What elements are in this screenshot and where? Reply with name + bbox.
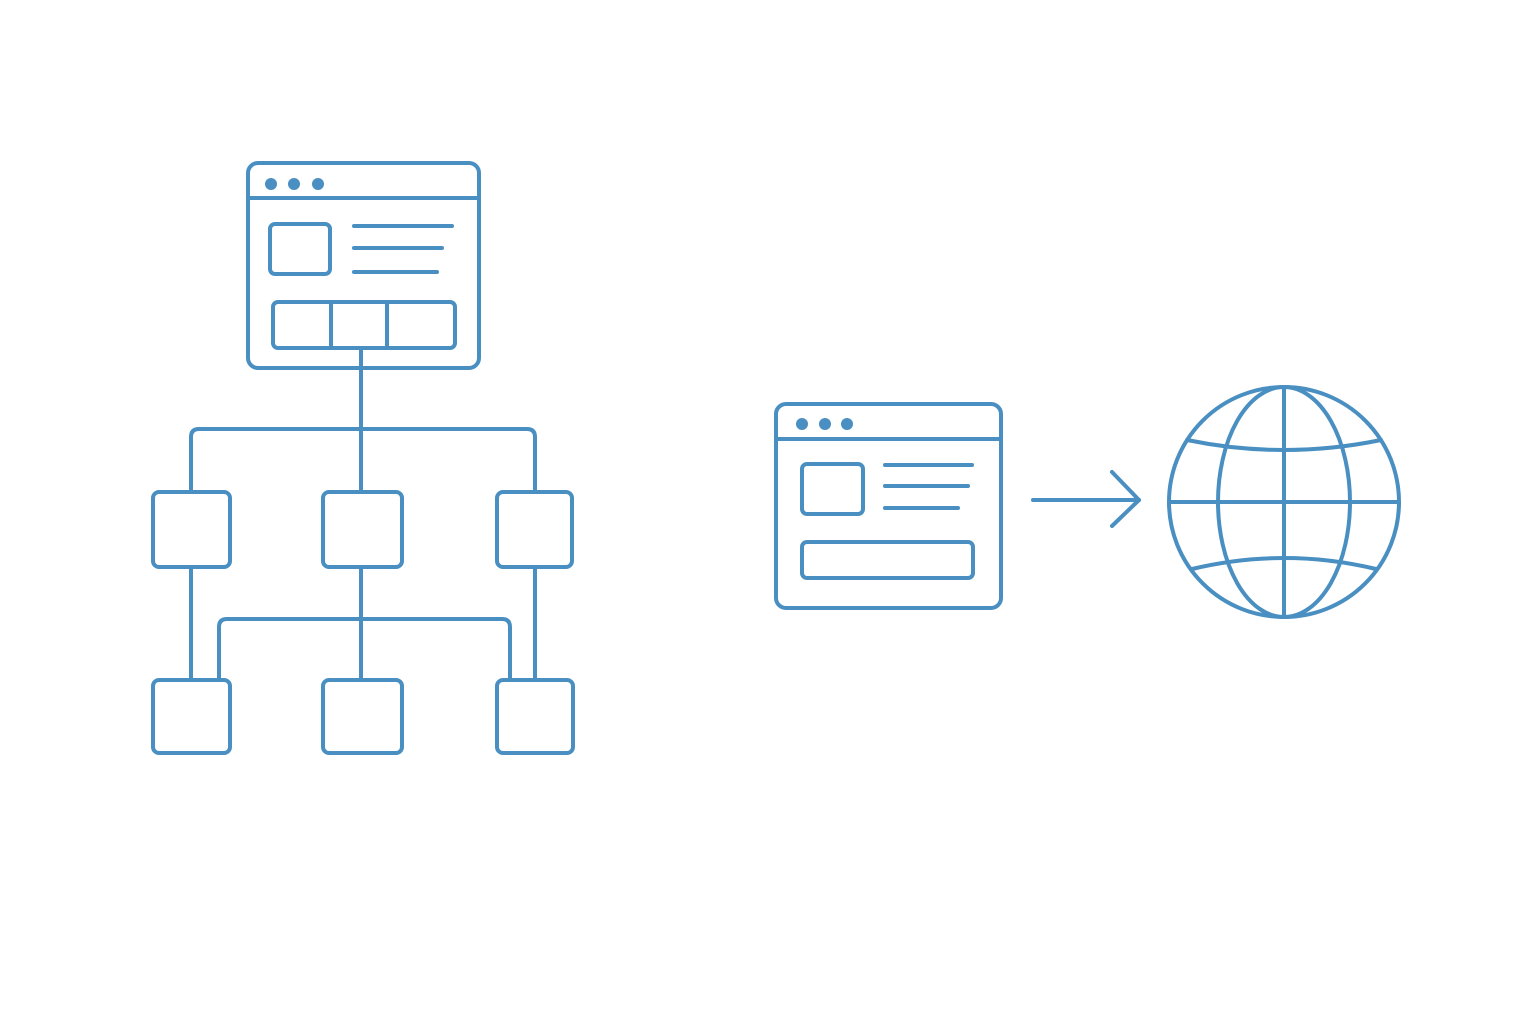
page-box — [495, 490, 574, 569]
page-box — [151, 678, 232, 755]
root-window-frame — [246, 161, 481, 370]
publish-to-web — [774, 385, 1401, 619]
page-box — [321, 678, 404, 755]
window-footer-bar — [800, 540, 975, 580]
page-box — [495, 678, 575, 755]
site-hierarchy — [151, 161, 575, 755]
window-dot-1 — [796, 418, 808, 430]
level-2-pages — [151, 678, 575, 755]
globe-latitude-north — [1185, 438, 1383, 452]
window-dot-2 — [819, 418, 831, 430]
page-box — [151, 490, 232, 569]
arrow-right-icon — [1031, 470, 1141, 528]
root-window-image-placeholder — [268, 222, 332, 276]
globe-icon — [1167, 385, 1401, 619]
window-frame — [774, 402, 1003, 610]
window-dot-3 — [841, 418, 853, 430]
root-window-dot-2 — [288, 178, 300, 190]
arrow-head — [1110, 470, 1141, 528]
root-window-nav-bar — [271, 300, 457, 350]
browser-window-icon — [774, 402, 1003, 610]
globe-latitude-south — [1190, 556, 1378, 571]
level-2-branch — [217, 617, 512, 682]
page-box — [321, 490, 404, 569]
window-image-placeholder — [800, 462, 865, 516]
hierarchy-connectors-level-1 — [189, 346, 537, 494]
root-browser-window-icon — [246, 161, 481, 370]
level-1-pages — [151, 490, 574, 569]
root-window-dot-1 — [265, 178, 277, 190]
hierarchy-connectors-level-2 — [189, 565, 537, 682]
level-1-branch — [189, 427, 537, 494]
root-window-dot-3 — [312, 178, 324, 190]
